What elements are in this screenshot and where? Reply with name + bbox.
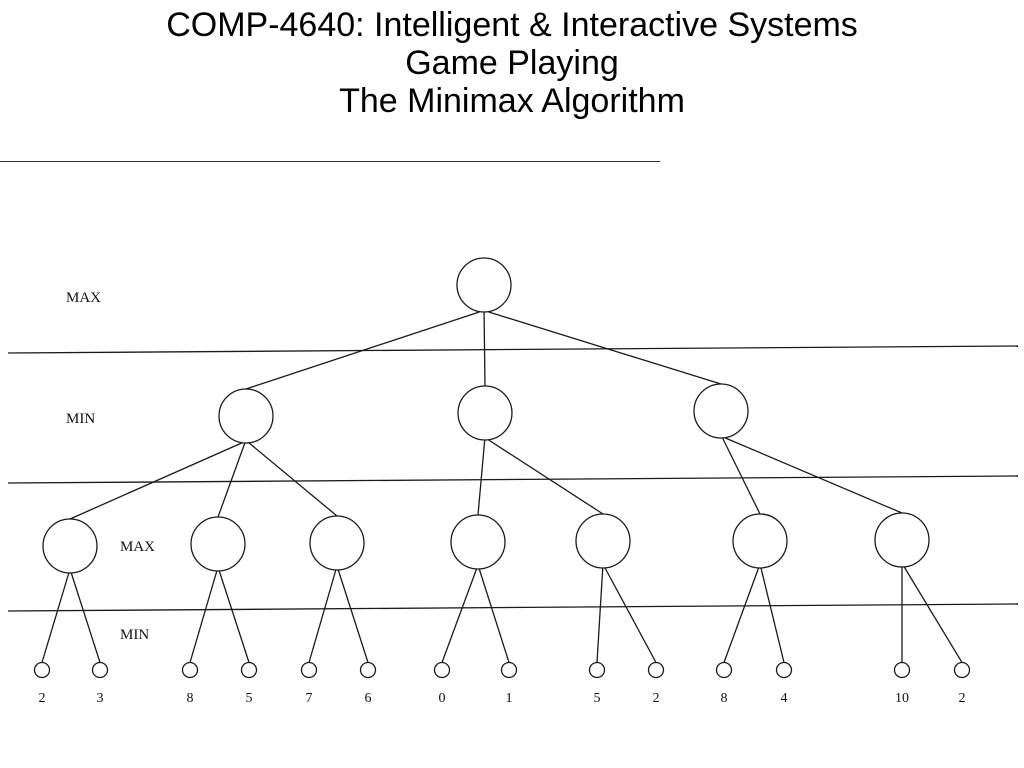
level-divider-line [7, 345, 1019, 354]
tree-edge [245, 311, 480, 390]
tree-nodes [33, 257, 971, 679]
tree-edge [903, 566, 963, 663]
leaf-value: 8 [721, 691, 728, 706]
leaf-node [240, 661, 258, 679]
leaf-node [715, 661, 733, 679]
tree-edge [248, 442, 338, 517]
leaf-node [359, 661, 377, 679]
leaf-node [91, 661, 109, 679]
level-label-max: MAX [120, 539, 155, 555]
leaf-value: 8 [187, 691, 194, 706]
tree-edge [69, 442, 242, 520]
max-node [190, 516, 246, 572]
tree-edge [723, 567, 760, 663]
leaf-node [33, 661, 51, 679]
leaf-node [775, 661, 793, 679]
leaf-value: 2 [653, 691, 660, 706]
tree-edge [477, 439, 486, 516]
title-line-topic: Game Playing [405, 44, 619, 82]
max-node [42, 518, 98, 574]
slide-title: COMP-4640: Intelligent & Interactive Sys… [0, 6, 1024, 120]
tree-edge [721, 437, 761, 515]
level-label-max: MAX [66, 290, 101, 306]
level-label-min: MIN [66, 411, 95, 427]
leaf-node [500, 661, 518, 679]
leaf-node [181, 661, 199, 679]
tree-edge [760, 567, 785, 663]
tree-edge [218, 570, 250, 663]
leaf-value: 2 [959, 691, 966, 706]
tree-edge [604, 567, 657, 663]
leaf-value: 5 [246, 691, 253, 706]
leaf-node [433, 661, 451, 679]
leaf-node [647, 661, 665, 679]
tree-edge [308, 569, 337, 663]
leaf-value: 10 [895, 691, 909, 706]
max-node [732, 513, 788, 569]
leaf-node [300, 661, 318, 679]
level-divider-lines [7, 345, 1019, 612]
max-root-node [456, 257, 512, 313]
title-line-subtopic: The Minimax Algorithm [339, 82, 685, 120]
title-line-course: COMP-4640: Intelligent & Interactive Sys… [166, 6, 858, 44]
min-node [218, 388, 274, 444]
min-node [457, 385, 513, 441]
min-node [693, 383, 749, 439]
leaf-value: 2 [39, 691, 46, 706]
tree-edge [189, 570, 218, 663]
leaf-value: 6 [365, 691, 372, 706]
level-label-min: MIN [120, 627, 149, 643]
tree-edge [70, 572, 101, 663]
max-node [309, 515, 365, 571]
leaf-value: 1 [506, 691, 513, 706]
leaf-value: 3 [97, 691, 104, 706]
tree-edges [41, 311, 963, 663]
leaf-value: 4 [781, 691, 788, 706]
tree-edge [41, 572, 70, 663]
max-node [575, 513, 631, 569]
level-divider-line [7, 603, 1019, 612]
tree-edge [488, 311, 722, 385]
title-divider [0, 161, 660, 162]
tree-edge [441, 568, 478, 663]
tree-edge [217, 442, 246, 518]
leaf-value: 0 [439, 691, 446, 706]
level-labels: MAX MIN MAX MIN [66, 290, 155, 643]
tree-edge [483, 311, 486, 387]
level-divider-line [7, 475, 1019, 484]
tree-edge [478, 568, 510, 663]
tree-edge [725, 437, 903, 514]
leaf-value: 7 [306, 691, 313, 706]
leaf-node [953, 661, 971, 679]
tree-edge [596, 567, 604, 663]
tree-edge [337, 569, 369, 663]
leaf-values: 2 3 8 5 7 6 0 1 5 2 8 4 10 2 [39, 691, 966, 706]
tree-edge [488, 439, 604, 515]
leaf-node [588, 661, 606, 679]
leaf-node [893, 661, 911, 679]
leaf-value: 5 [594, 691, 601, 706]
max-node [450, 514, 506, 570]
max-node [874, 512, 930, 568]
